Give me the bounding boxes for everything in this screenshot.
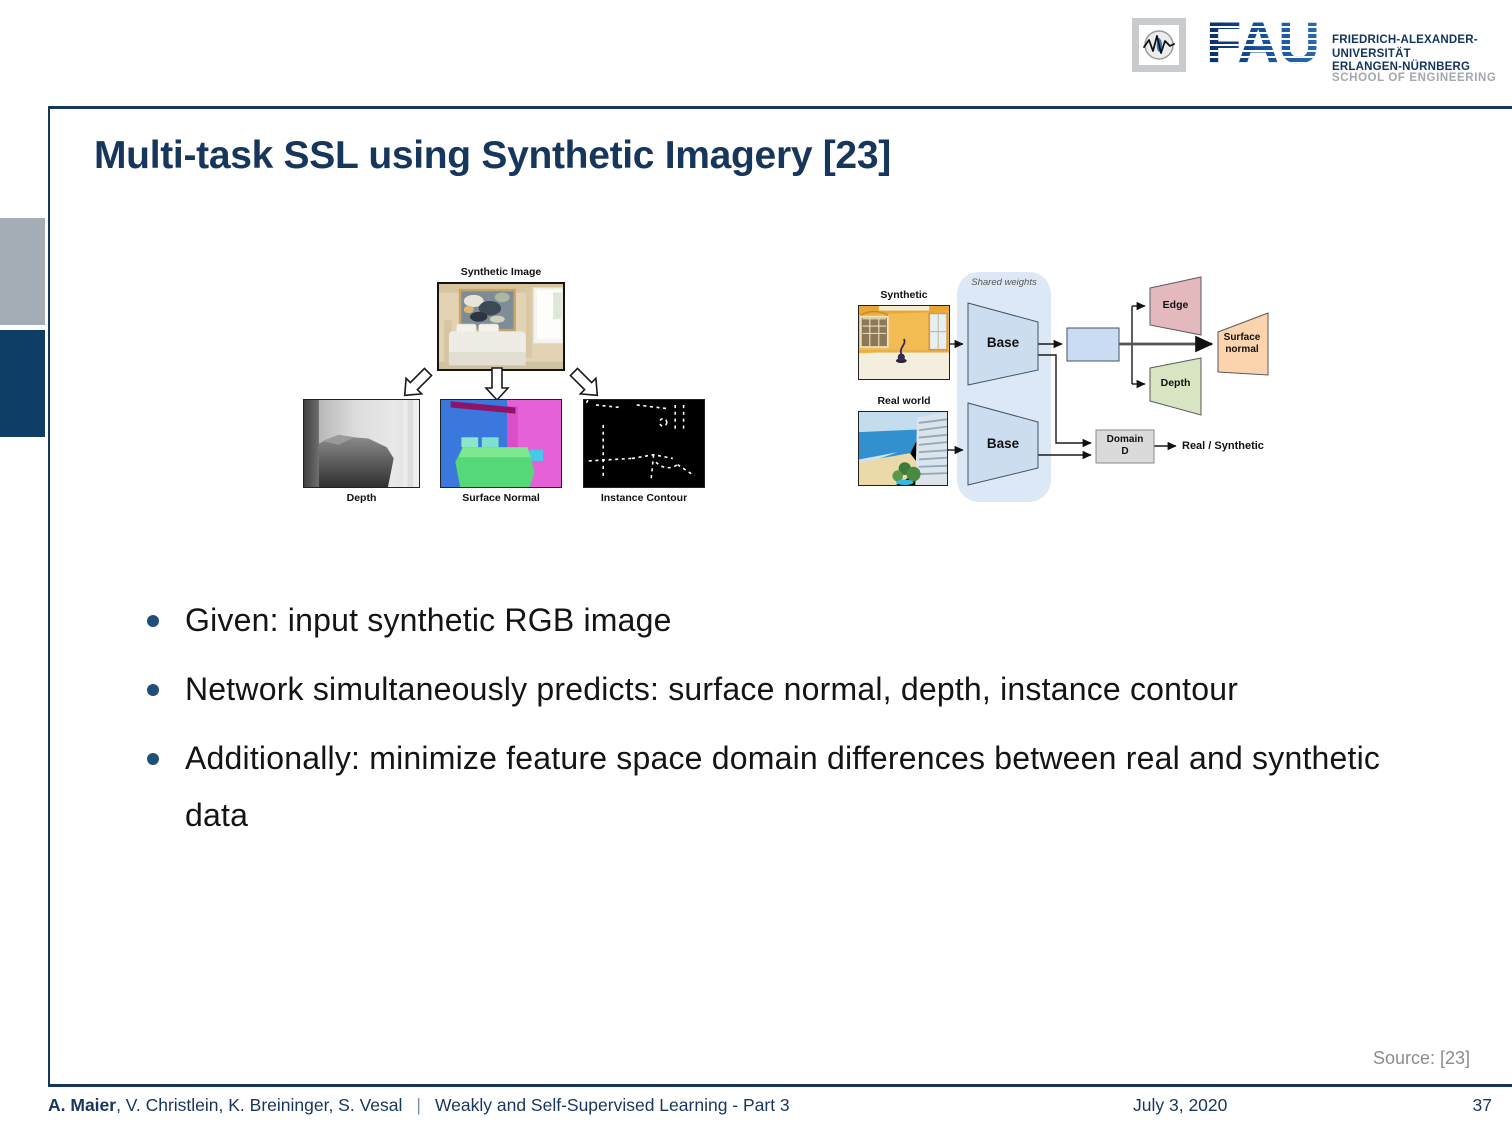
arrow-down-icon xyxy=(484,367,510,402)
base-encoder-bottom xyxy=(967,402,1039,486)
university-name-line3: ERLANGEN-NÜRNBERG xyxy=(1332,61,1471,73)
real-world-image xyxy=(858,411,948,486)
arrow-base-to-domain xyxy=(1038,354,1092,448)
bullet-dot xyxy=(147,684,159,696)
waveform-icon xyxy=(1143,30,1175,60)
bullet-text-3: Additionally: minimize feature space dom… xyxy=(185,740,1381,833)
frame-top-line xyxy=(48,106,1512,109)
arrow-down-right-icon xyxy=(569,367,599,397)
university-name: FRIEDRICH-ALEXANDER- UNIVERSITÄT ERLANGE… xyxy=(1332,34,1502,75)
instance-contour-output-label: Instance Contour xyxy=(600,492,688,504)
base-encoder-top xyxy=(967,302,1039,386)
beach-resort-illustration xyxy=(859,412,947,485)
bullet-list: Given: input synthetic RGB image Network… xyxy=(142,592,1442,856)
pattern-recognition-lab-logo-inner xyxy=(1139,25,1179,65)
footer-date: July 3, 2020 xyxy=(1133,1095,1228,1115)
footer-authors: A. Maier, V. Christlein, K. Breininger, … xyxy=(48,1095,790,1116)
sidebar-navy-block xyxy=(0,330,45,437)
domain-discriminator-label: Domain D xyxy=(1096,434,1154,458)
frame-left-line xyxy=(48,106,50,1087)
footer-course-title: Weakly and Self-Supervised Learning - Pa… xyxy=(434,1095,790,1115)
depth-output-label: Depth xyxy=(346,492,377,504)
sidebar-gray-block xyxy=(0,218,45,325)
synthetic-room-illustration xyxy=(859,306,949,379)
footer-separator: | xyxy=(416,1095,421,1115)
fau-logo: FAU xyxy=(1206,16,1326,72)
footer-authors-rest: , V. Christlein, K. Breininger, S. Vesal xyxy=(116,1095,403,1115)
synthetic-image-label: Synthetic Image xyxy=(460,266,542,278)
edge-label: Edge xyxy=(1162,299,1189,311)
branch-arrows xyxy=(403,367,599,402)
real-world-input-label: Real world xyxy=(877,395,931,407)
bullet-item-1: Given: input synthetic RGB image xyxy=(142,592,1442,649)
real-synthetic-output-label: Real / Synthetic xyxy=(1182,440,1264,452)
base-bottom-label: Base xyxy=(986,436,1020,451)
pattern-recognition-lab-logo xyxy=(1132,18,1186,72)
page-title: Multi-task SSL using Synthetic Imagery [… xyxy=(94,134,891,177)
bullet-dot xyxy=(147,753,159,765)
base-top-label: Base xyxy=(986,335,1020,350)
university-name-line2: UNIVERSITÄT xyxy=(1332,47,1411,60)
depth-decoder xyxy=(1149,357,1202,416)
surface-normal-decoder xyxy=(1217,312,1269,376)
edge-decoder xyxy=(1149,276,1202,336)
instance-contour-illustration xyxy=(584,400,704,487)
depth-map-illustration xyxy=(304,400,419,487)
domain-discriminator-box xyxy=(1095,429,1155,464)
frame-bottom-line xyxy=(48,1084,1512,1087)
bullet-text-1: Given: input synthetic RGB image xyxy=(185,602,672,638)
bullet-text-2: Network simultaneously predicts: surface… xyxy=(185,671,1239,707)
surface-normal-illustration xyxy=(441,400,561,487)
arrow-down-left-icon xyxy=(403,367,433,397)
bullet-item-2: Network simultaneously predicts: surface… xyxy=(142,661,1442,718)
footer-page-number: 37 xyxy=(1472,1095,1492,1115)
surface-normal-output-label: Surface Normal xyxy=(462,492,540,504)
depth-map-image xyxy=(303,399,420,488)
bedroom-illustration xyxy=(439,284,563,369)
domain-label-line2: D xyxy=(1121,446,1129,457)
synthetic-bedroom-image xyxy=(437,282,565,371)
surface-normal-image xyxy=(440,399,562,488)
university-name-line1: FRIEDRICH-ALEXANDER- xyxy=(1332,34,1478,46)
depth-decoder-label: Depth xyxy=(1160,377,1191,389)
synthetic-input-label: Synthetic xyxy=(880,289,928,301)
surface-normal-decoder-label: Surface normal xyxy=(1223,332,1261,355)
architecture-diagram xyxy=(948,272,1269,502)
shared-weights-label: Shared weights xyxy=(971,277,1037,288)
school-of-engineering-label: SCHOOL OF ENGINEERING xyxy=(1332,72,1497,84)
feature-block xyxy=(1066,327,1120,362)
bullet-item-3: Additionally: minimize feature space dom… xyxy=(142,730,1442,844)
synthetic-room-image xyxy=(858,305,950,380)
footer-author-primary: A. Maier xyxy=(48,1095,117,1115)
domain-label-line1: Domain xyxy=(1106,434,1144,445)
instance-contour-image xyxy=(583,399,705,488)
bullet-dot xyxy=(147,615,159,627)
source-citation: Source: [23] xyxy=(1372,1048,1470,1068)
